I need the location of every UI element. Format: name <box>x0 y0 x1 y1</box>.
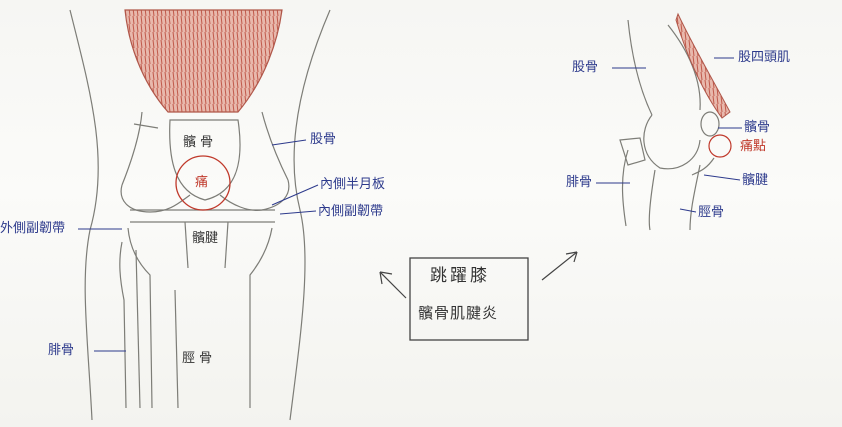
label-patellar-tendon-side: 髕腱 <box>742 173 769 188</box>
center-box-subtitle: 髕骨肌腱炎 <box>418 304 499 322</box>
label-fibula-side: 腓骨 <box>566 175 593 190</box>
label-femur-side: 股骨 <box>572 60 599 75</box>
label-patellar-tendon-front: 髕腱 <box>192 231 219 246</box>
quadriceps-muscle-side <box>675 12 731 119</box>
label-fibula-front: 腓骨 <box>48 343 75 358</box>
pain-circle-front <box>175 155 231 211</box>
label-femur-front: 股骨 <box>310 132 337 147</box>
right-leader-lines <box>596 57 742 213</box>
label-pain-point-side: 痛點 <box>740 139 767 154</box>
label-pain-front: 痛 <box>195 175 209 190</box>
center-box-title: 跳躍膝 <box>430 266 490 286</box>
label-patella-side: 髕骨 <box>744 120 771 135</box>
label-tibia-side: 脛骨 <box>698 205 725 220</box>
pointer-arrows <box>379 251 578 299</box>
label-tibia-front: 脛 骨 <box>182 351 213 366</box>
label-lateral-collateral-ligament: 外側副韌帶 <box>0 221 66 236</box>
patella-shape-front <box>169 119 241 201</box>
left-leader-lines <box>78 139 319 352</box>
patella-shape-side <box>700 111 720 137</box>
center-box-frame <box>409 257 529 341</box>
label-medial-collateral-ligament: 內側副韌帶 <box>318 204 384 219</box>
label-quadriceps-side: 股四頭肌 <box>738 50 791 65</box>
pain-circle-side <box>708 134 732 158</box>
label-medial-meniscus: 內側半月板 <box>320 177 386 192</box>
quadriceps-muscle-front <box>124 9 283 113</box>
label-patella-front: 髕 骨 <box>183 135 214 150</box>
